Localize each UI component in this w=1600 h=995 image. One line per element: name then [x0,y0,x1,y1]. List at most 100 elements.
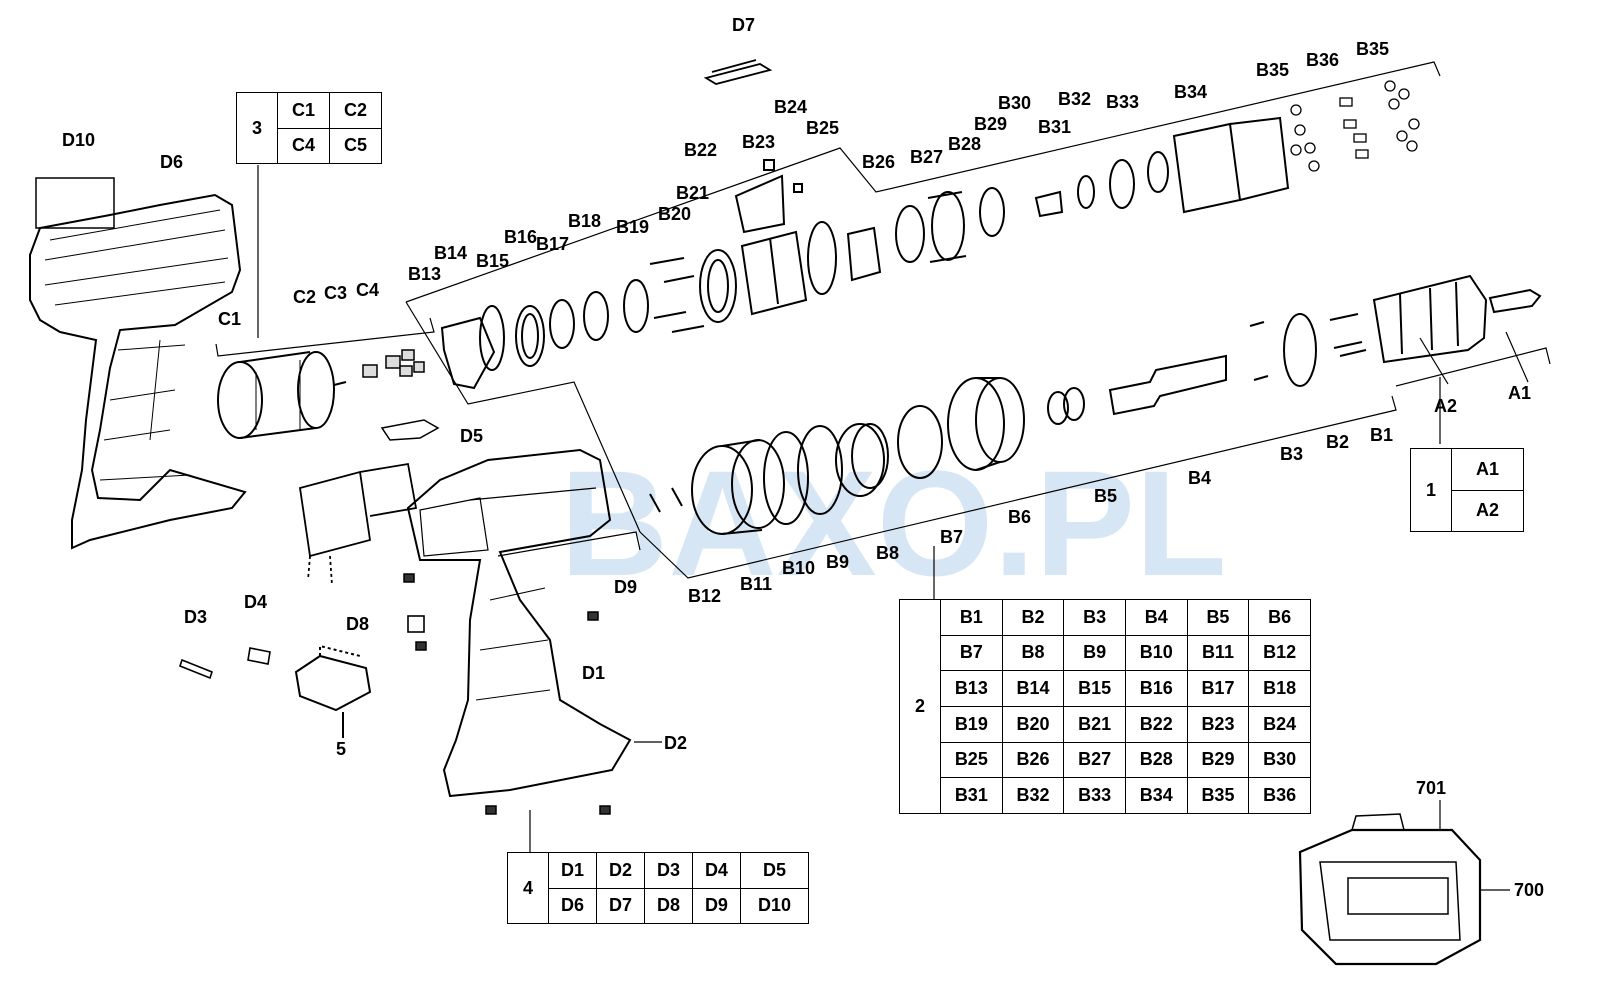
table-cell: B17 [1186,670,1250,707]
callout-b23: B23 [742,132,775,152]
callout-d9: D9 [614,577,637,597]
table-cell: B2 [1001,599,1065,636]
callout-5: 5 [336,739,346,759]
group-number: 1 [1410,448,1452,532]
callout-b33: B33 [1106,92,1139,112]
callout-b4: B4 [1188,468,1211,488]
table-cell: D7 [595,887,645,924]
callout-b21: B21 [676,183,709,203]
group-number: 3 [236,92,278,164]
table-cell: A1 [1451,448,1524,491]
main-tool-body [406,448,632,798]
callout-c4: C4 [356,280,379,300]
table-cell: B3 [1063,599,1126,636]
callout-b6: B6 [1008,507,1031,527]
table-cell: D9 [691,887,741,924]
assembly-guide-lines [215,61,1551,891]
table-cell: B9 [1063,634,1126,672]
callout-d7: D7 [732,15,755,35]
callout-b19: B19 [616,217,649,237]
table-cell: B25 [940,741,1003,779]
callout-b27: B27 [910,147,943,167]
small-screws [403,573,611,815]
callout-b18: B18 [568,211,601,231]
callout-b29: B29 [974,114,1007,134]
carry-case-part [1298,813,1482,966]
callout-b13: B13 [408,264,441,284]
callout-b1: B1 [1370,425,1393,445]
callout-a1: A1 [1508,383,1531,403]
parts-table-group-2: 2 B1 B2 B3 B4 B5 B6 B7 B8 B9 B10 B11 B12… [899,599,1311,814]
callout-b35-b: B35 [1356,39,1389,59]
table-cell: D4 [691,852,741,889]
callout-b32: B32 [1058,89,1091,109]
callout-c3: C3 [324,283,347,303]
callout-b11: B11 [740,574,772,594]
watermark-text: BAXO.PL [560,439,1227,607]
table-cell: B18 [1248,670,1311,707]
callout-b9: B9 [826,552,849,572]
table-cell: D2 [595,852,645,889]
d7-clip-part [703,59,773,85]
table-cell: D10 [739,887,810,924]
callout-b25: B25 [806,118,839,138]
parts-table-group-3: 3 C1 C2 C4 C5 [236,92,382,164]
table-cell: B28 [1124,741,1188,779]
callout-b34: B34 [1174,82,1207,102]
callout-d4: D4 [244,592,267,612]
table-cell: B4 [1124,599,1188,636]
callout-700: 700 [1514,880,1544,900]
motor-part [217,351,347,439]
table-cell: B29 [1186,741,1250,779]
callout-b12: B12 [688,586,721,606]
table-cell: B8 [1001,634,1065,672]
table-cell: C5 [329,127,382,164]
table-cell: B5 [1186,599,1250,636]
table-cell: B19 [940,705,1003,743]
small-pins-parts [1290,80,1420,172]
upper-gear-parts [440,116,1290,390]
battery-adapter-part [294,644,372,738]
callout-b22: B22 [684,140,717,160]
callout-c1: C1 [218,309,241,329]
callout-d6: D6 [160,152,183,172]
callout-b17: B17 [536,234,569,254]
callout-d2: D2 [664,733,687,753]
table-cell: B11 [1186,634,1250,672]
table-cell: A2 [1451,489,1524,532]
callout-701: 701 [1416,778,1446,798]
table-cell: B27 [1063,741,1126,779]
callout-b14: B14 [434,243,467,263]
group-number: 2 [899,599,941,814]
table-cell: B6 [1248,599,1311,636]
callout-b35-a: B35 [1256,60,1289,80]
table-cell: B22 [1124,705,1188,743]
callout-labels: D10 D6 D7 D5 D3 D4 D8 D9 D1 D2 5 C1 C2 C… [62,15,1544,900]
table-cell: B36 [1248,777,1311,814]
table-cell: B35 [1186,777,1250,814]
lower-gear-parts [649,274,1542,535]
callout-b30: B30 [998,93,1031,113]
table-cell: D5 [739,852,810,889]
switch-assembly [298,462,418,586]
callout-b8: B8 [876,543,899,563]
table-cell: B14 [1001,670,1065,707]
callout-d5: D5 [460,426,483,446]
callout-b7: B7 [940,527,963,547]
table-cell: B12 [1248,634,1311,672]
group-number: 4 [507,852,549,924]
motor-brush-parts [362,349,425,378]
table-cell: B7 [940,634,1003,672]
callout-b10: B10 [782,558,815,578]
parts-table-group-4: 4 D1 D2 D3 D4 D5 D6 D7 D8 D9 D10 [507,852,810,924]
callout-d3: D3 [184,607,207,627]
table-cell: B15 [1063,670,1126,707]
small-fastener-parts [179,615,425,680]
table-cell: D3 [643,852,693,889]
left-housing-shell [29,177,247,550]
callout-b5: B5 [1094,486,1117,506]
callout-a2: A2 [1434,396,1457,416]
callout-b36: B36 [1306,50,1339,70]
d5-plate-part [380,419,440,441]
